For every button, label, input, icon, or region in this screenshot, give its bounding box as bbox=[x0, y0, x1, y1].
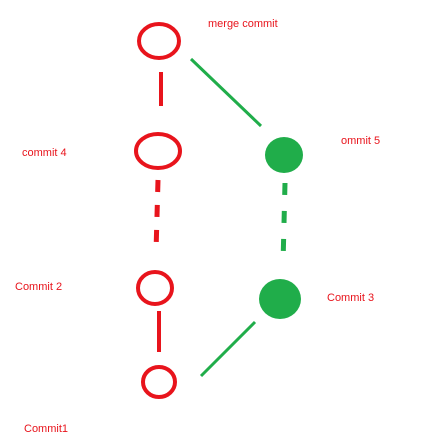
label-commit4: commit 4 bbox=[22, 147, 67, 159]
label-commit5: ommit 5 bbox=[341, 135, 380, 147]
commit-node-commit5 bbox=[265, 137, 303, 173]
label-merge-commit: merge commit bbox=[208, 18, 278, 30]
commit-node-merge bbox=[137, 22, 181, 60]
commit-node-commit3 bbox=[259, 279, 301, 319]
edge-commit5-to-commit3 bbox=[280, 182, 288, 265]
commit-node-commit1 bbox=[141, 365, 177, 399]
edge-commit4-to-commit2 bbox=[153, 179, 161, 253]
edge-merge-to-commit5 bbox=[189, 57, 263, 128]
commit-node-commit4 bbox=[134, 132, 182, 170]
label-commit2: Commit 2 bbox=[15, 281, 62, 293]
edge-commit3-to-commit1 bbox=[199, 320, 257, 378]
label-commit3: Commit 3 bbox=[327, 292, 374, 304]
commit-node-commit2 bbox=[136, 270, 174, 306]
label-commit1: Commit1 bbox=[24, 423, 68, 435]
